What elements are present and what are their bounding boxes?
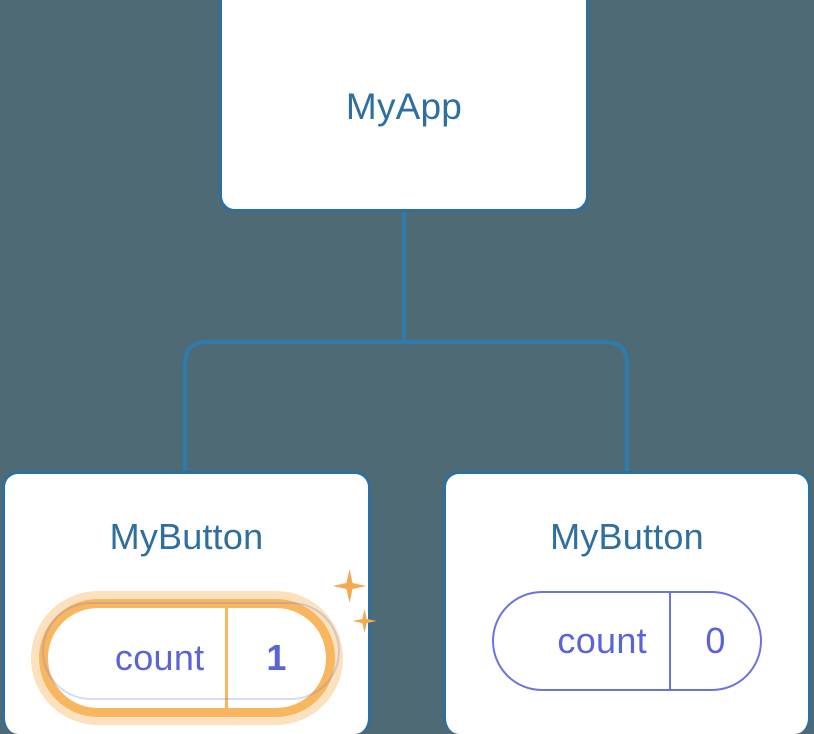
node-body: MyButton count 0 <box>446 474 808 734</box>
node-myapp[interactable]: MyApp <box>219 0 589 212</box>
prop-pill-left-wrapper: count 1 <box>30 569 377 725</box>
node-mybutton-left[interactable]: MyButton count 1 <box>2 471 377 734</box>
node-myapp-title: MyApp <box>345 85 463 127</box>
node-body: MyButton count 1 <box>5 474 377 734</box>
node-mybutton-right[interactable]: MyButton count 0 <box>443 471 811 734</box>
prop-value-label: 1 <box>266 637 287 678</box>
prop-key-label: count <box>48 608 228 708</box>
sparkle-large-icon <box>332 569 367 603</box>
prop-pill-count-1[interactable]: count 1 <box>38 599 335 717</box>
node-mybutton-left-title: MyButton <box>109 516 264 557</box>
prop-pill-glow: count 1 <box>30 569 377 725</box>
sparkle-small-icon <box>352 609 377 633</box>
prop-pill-count-0[interactable]: count 0 <box>492 591 762 691</box>
prop-value-label: 0 <box>705 620 726 661</box>
prop-key-label: count <box>494 593 671 689</box>
node-mybutton-right-title: MyButton <box>550 516 704 557</box>
prop-pill-right-wrapper: count 0 <box>492 591 762 691</box>
connector-branch <box>183 340 629 471</box>
